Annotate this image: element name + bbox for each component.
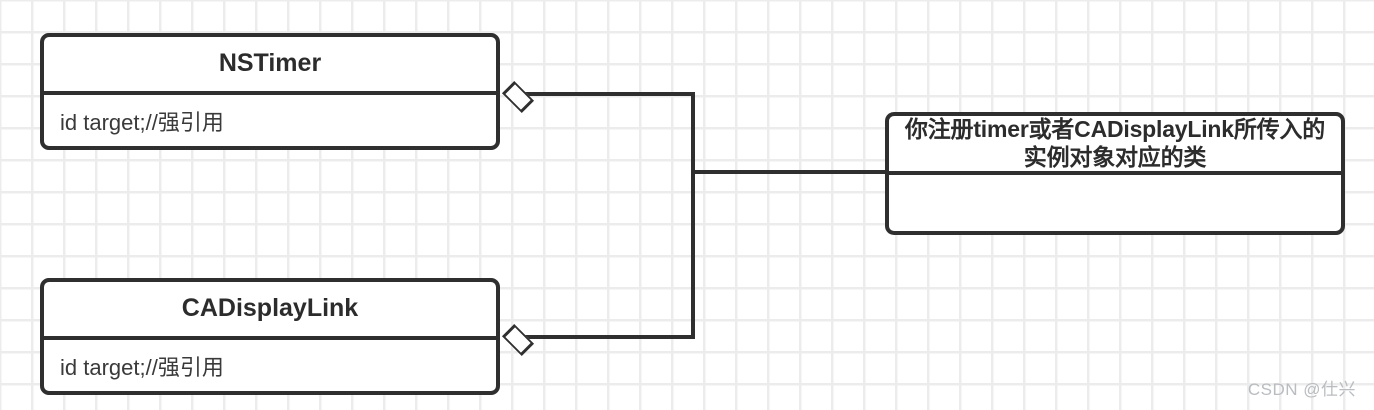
aggregation-diamond-icon [501, 323, 535, 357]
aggregation-diamond-icon [501, 80, 535, 114]
connector-vertical-trunk [691, 92, 695, 339]
class-attribute-nstimer: id target;//强引用 [60, 109, 224, 135]
class-attribute-target [889, 175, 1341, 231]
class-box-nstimer[interactable]: NSTimer id target;//强引用 [40, 33, 500, 150]
class-title-target: 你注册timer或者CADisplayLink所传入的实例对象对应的类 [889, 116, 1341, 175]
class-title-nstimer: NSTimer [44, 37, 496, 95]
class-title-cadisplaylink: CADisplayLink [44, 282, 496, 340]
class-attribute-cadisplaylink: id target;//强引用 [60, 354, 224, 380]
connector-nstimer-horizontal [516, 92, 695, 96]
connector-to-target-horizontal [691, 170, 887, 174]
class-box-target[interactable]: 你注册timer或者CADisplayLink所传入的实例对象对应的类 [885, 112, 1345, 235]
csdn-watermark: CSDN @仕兴 [1247, 380, 1356, 399]
class-box-cadisplaylink[interactable]: CADisplayLink id target;//强引用 [40, 278, 500, 395]
connector-cadisplaylink-horizontal [516, 335, 695, 339]
